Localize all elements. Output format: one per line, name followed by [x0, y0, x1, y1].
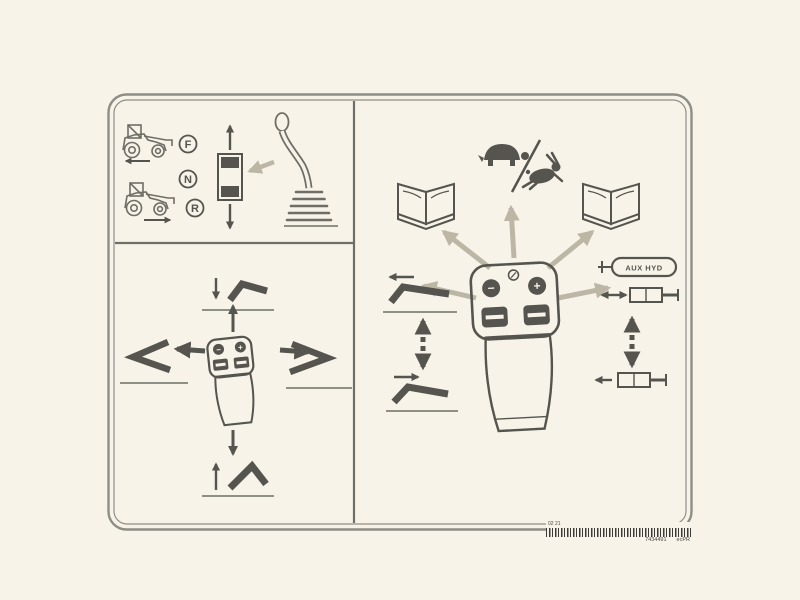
small-round-button — [507, 269, 520, 281]
speed-divider-slash — [510, 139, 542, 193]
joystick-icon: − + — [206, 335, 255, 427]
date-code: 02 21 — [548, 521, 561, 527]
lever-boot — [285, 190, 333, 222]
plus-button: + — [533, 279, 541, 293]
tractor-forward-icon — [122, 124, 173, 165]
fnr-selector-icon — [217, 124, 243, 230]
decal-frame — [107, 93, 693, 531]
reverse-badge: R — [185, 198, 205, 218]
turtle-icon — [478, 144, 529, 166]
main-joystick-panel: AUX HYD — [383, 139, 679, 433]
label-footer: 02 21 7434491 ecPR — [546, 522, 692, 546]
barcode — [546, 528, 692, 537]
aux-hyd-function-icons: AUX HYD — [594, 256, 679, 388]
joystick-grip — [214, 372, 255, 427]
control-decal: F N R — [106, 92, 694, 546]
boom-function-icons-left — [383, 272, 458, 412]
shift-lever-icon — [247, 112, 338, 227]
forward-label: F — [185, 139, 192, 151]
reverse-label: R — [191, 203, 199, 215]
minus-button: − — [216, 345, 222, 354]
part-number: 7434491 — [645, 537, 667, 543]
minus-button: − — [487, 281, 495, 295]
manual-book-icon-right — [582, 182, 640, 231]
boom-lower-icon — [202, 278, 274, 311]
gear-selector-panel: F N R — [122, 112, 338, 230]
bucket-tilt-left-icon — [120, 339, 206, 384]
decal-artwork: F N R — [107, 93, 693, 531]
aux-hyd-capsule-icon: AUX HYD — [598, 256, 678, 278]
loader-joystick-panel: − + — [120, 278, 352, 497]
tractor-reverse-icon — [124, 182, 175, 224]
joystick-grip — [484, 332, 554, 433]
revision-code: ecPR — [676, 537, 690, 543]
main-joystick-icon: − + — [469, 261, 561, 433]
speed-select-icons — [478, 139, 564, 193]
bucket-down-icon — [391, 383, 449, 405]
plus-button: + — [238, 343, 244, 352]
forward-badge: F — [178, 134, 198, 154]
manual-book-icon-left — [397, 182, 455, 231]
bucket-tilt-right-icon — [279, 340, 352, 389]
neutral-badge: N — [178, 169, 198, 189]
neutral-label: N — [184, 174, 192, 186]
bucket-up-icon — [388, 283, 450, 305]
function-pointer-arrows — [420, 204, 612, 301]
hydraulic-cylinder-icon-top — [600, 287, 679, 303]
lever-pointer-arrow — [247, 159, 275, 174]
boom-raise-icon — [202, 460, 274, 497]
rabbit-icon — [521, 151, 564, 191]
aux-hyd-label: AUX HYD — [625, 264, 662, 273]
hydraulic-cylinder-icon-bottom — [594, 372, 667, 388]
